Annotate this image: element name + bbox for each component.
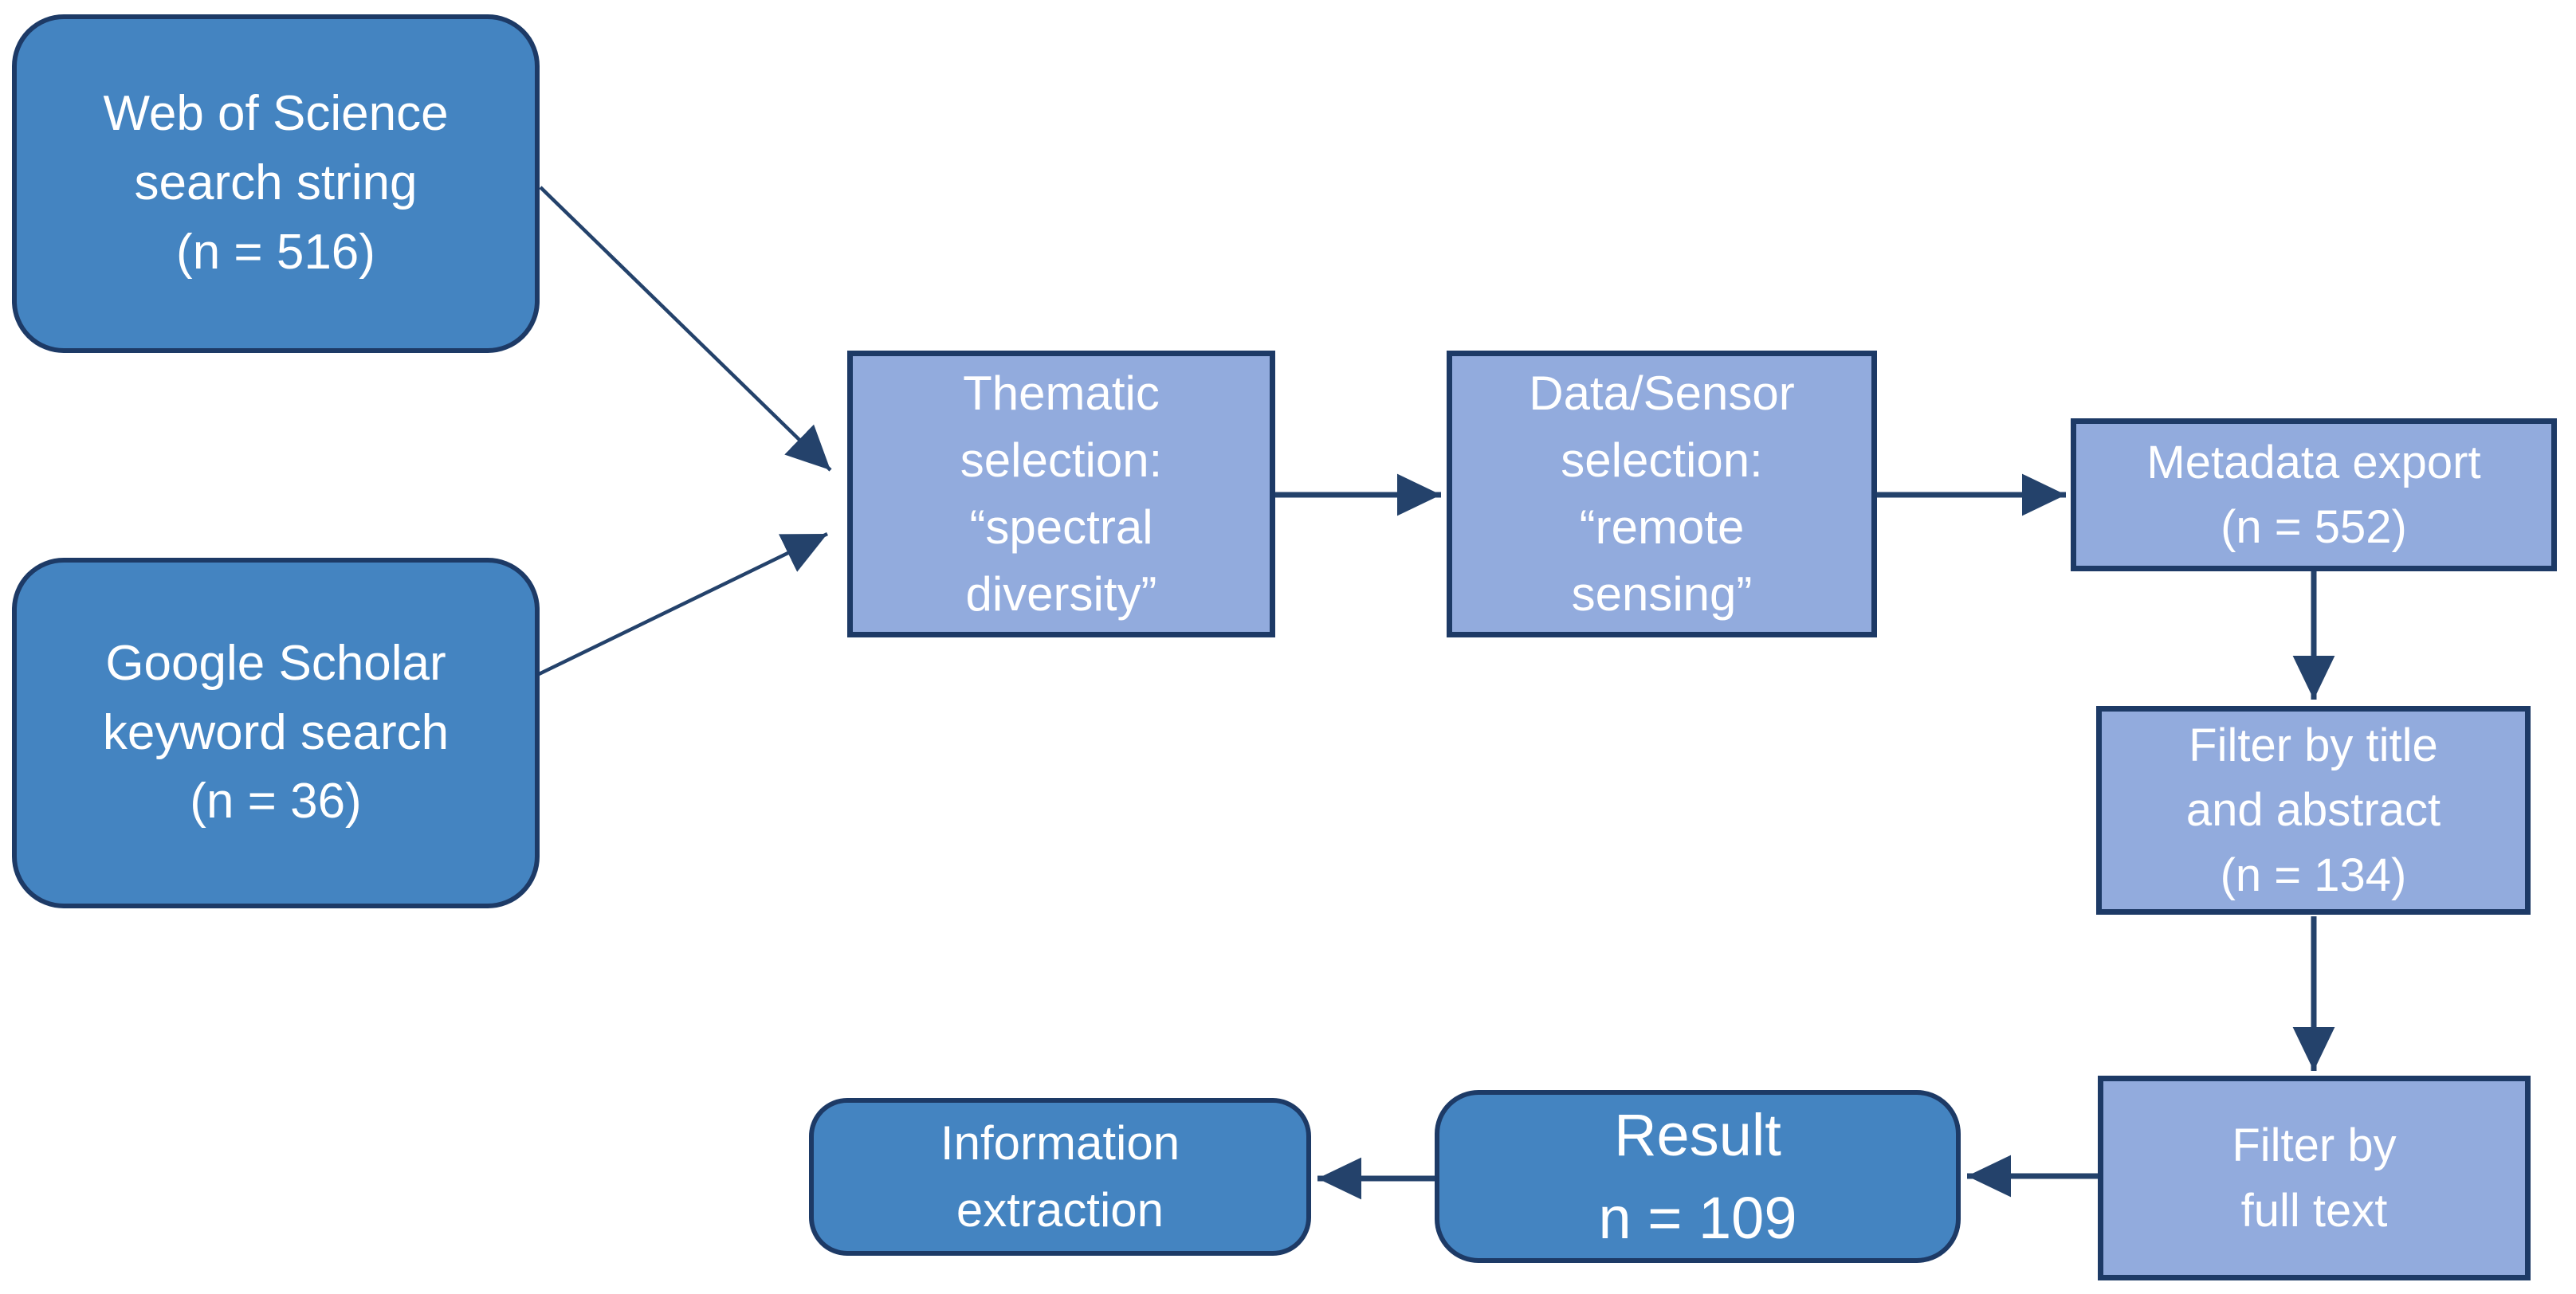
node-text-line: Thematic: [963, 367, 1160, 420]
node-text-line: (n = 516): [176, 224, 375, 280]
node-information-extraction: Information extraction: [809, 1098, 1311, 1256]
node-text-line: search string: [134, 155, 418, 211]
edge-wos-to-thematic: [539, 186, 832, 472]
node-text-line: Data/Sensor: [1529, 367, 1795, 420]
node-text-line: and abstract: [2185, 784, 2441, 837]
node-text-line: Metadata export: [2146, 436, 2481, 488]
node-web-of-science: Web of Science search string (n = 516): [12, 14, 540, 353]
node-text-line: diversity”: [965, 567, 1157, 621]
node-text-line: full text: [2240, 1184, 2388, 1237]
node-text-line: selection:: [960, 433, 1163, 487]
node-google-scholar: Google Scholar keyword search (n = 36): [12, 558, 540, 908]
node-text-line: extraction: [956, 1183, 1164, 1237]
node-result: Result n = 109: [1435, 1090, 1961, 1263]
node-text-line: (n = 36): [190, 774, 362, 829]
node-text-line: “remote: [1579, 500, 1745, 554]
node-data-sensor-selection: Data/Sensor selection: “remote sensing”: [1447, 351, 1877, 637]
node-text-line: (n = 552): [2221, 501, 2407, 553]
node-filter-full-text: Filter by full text: [2098, 1076, 2531, 1280]
node-text-line: (n = 134): [2220, 849, 2407, 901]
node-text-line: selection:: [1561, 433, 1763, 487]
node-text-line: Web of Science: [103, 86, 449, 142]
node-text-line: Information: [940, 1116, 1180, 1170]
node-text-line: Result: [1614, 1101, 1781, 1168]
node-text-line: n = 109: [1598, 1184, 1797, 1251]
node-text-line: sensing”: [1571, 567, 1753, 621]
node-text-line: Filter by title: [2189, 720, 2438, 772]
node-thematic-selection: Thematic selection: “spectral diversity”: [847, 351, 1275, 637]
edge-scholar-to-thematic: [535, 531, 828, 678]
node-text-line: Filter by: [2232, 1120, 2397, 1172]
node-metadata-export: Metadata export (n = 552): [2071, 418, 2557, 571]
node-filter-title-abstract: Filter by title and abstract (n = 134): [2096, 706, 2531, 915]
node-text-line: “spectral: [969, 500, 1153, 554]
node-text-line: keyword search: [102, 704, 450, 760]
node-text-line: Google Scholar: [105, 635, 446, 691]
